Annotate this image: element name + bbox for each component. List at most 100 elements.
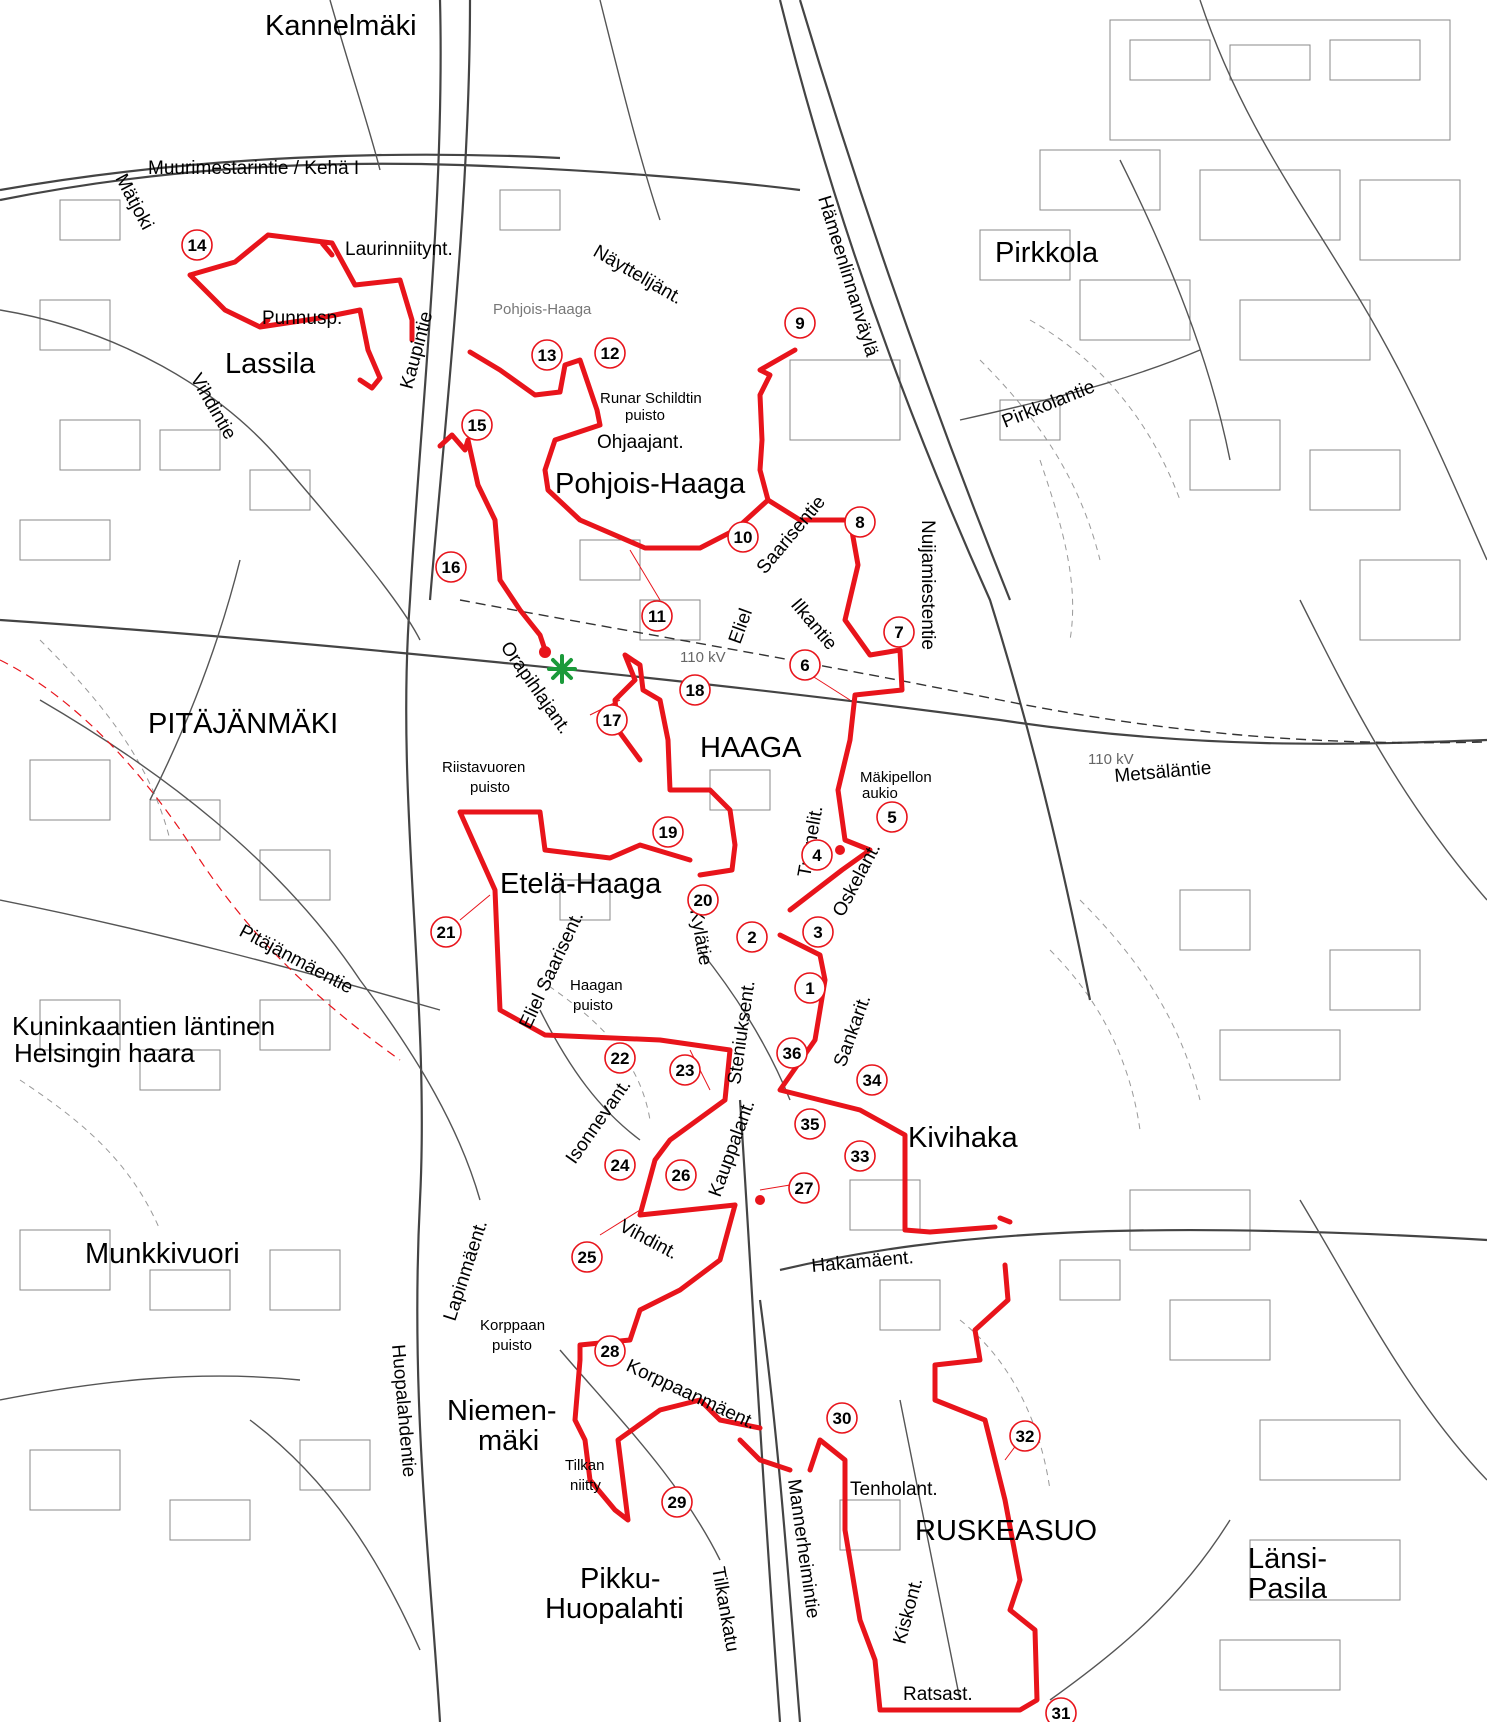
area-label: Etelä-Haaga <box>500 868 662 900</box>
marker-number: 13 <box>538 346 557 365</box>
marker-circle <box>461 409 493 441</box>
route-marker-33: 33 <box>844 1140 876 1172</box>
marker-number: 11 <box>648 607 666 626</box>
marker-number: 1 <box>805 979 814 998</box>
street-label: Ratsast. <box>903 1684 973 1705</box>
route-marker-30: 30 <box>826 1402 858 1434</box>
route-marker-26: 26 <box>665 1159 697 1191</box>
area-label: PITÄJÄNMÄKI <box>148 708 338 740</box>
marker-number: 12 <box>601 344 620 363</box>
area-label: Kivihaka <box>908 1122 1018 1154</box>
start-dot <box>539 646 551 658</box>
route-marker-14: 14 <box>181 229 213 261</box>
marker-circle <box>594 1335 626 1367</box>
route-marker-28: 28 <box>594 1335 626 1367</box>
marker-number: 16 <box>442 558 461 577</box>
area-label: Kuninkaantien läntinen <box>12 1011 275 1041</box>
street-label: puisto <box>573 997 613 1014</box>
marker-number: 14 <box>188 236 207 255</box>
area-label: Niemen- <box>447 1395 557 1427</box>
route-marker-36: 36 <box>776 1037 808 1069</box>
area-label: Pirkkola <box>995 237 1099 269</box>
marker-circle <box>789 649 821 681</box>
route-marker-35: 35 <box>794 1108 826 1140</box>
area-label: HAAGA <box>700 732 802 764</box>
area-label: Pohjois-Haaga <box>555 468 746 500</box>
area-label: Munkkivuori <box>85 1238 240 1270</box>
marker-circle <box>794 972 826 1004</box>
area-label: mäki <box>478 1425 539 1457</box>
marker-circle <box>181 229 213 261</box>
area-label: Pikku- <box>580 1563 661 1595</box>
marker-circle <box>826 1402 858 1434</box>
route-marker-13: 13 <box>531 339 563 371</box>
route-marker-29: 29 <box>661 1486 693 1518</box>
power-line <box>459 599 1487 744</box>
marker-number: 7 <box>894 623 903 642</box>
route-marker-25: 25 <box>571 1241 603 1273</box>
marker-number: 15 <box>468 416 487 435</box>
street-label: Nuijamiestentie <box>917 520 938 650</box>
marker-circle <box>531 339 563 371</box>
route-end-pirkkola <box>997 1215 1013 1225</box>
marker-circle <box>435 551 467 583</box>
marker-circle <box>679 674 711 706</box>
marker-circle <box>776 1037 808 1069</box>
marker-circle <box>604 1042 636 1074</box>
marker-circle <box>844 506 876 538</box>
marker-circle <box>883 616 915 648</box>
marker-circle <box>876 801 908 833</box>
marker-number: 35 <box>801 1115 820 1134</box>
marker-number: 10 <box>734 528 753 547</box>
area-label: Kannelmäki <box>265 10 417 42</box>
route-segment-west <box>437 432 548 653</box>
route-marker-15: 15 <box>461 409 493 441</box>
dot-kauppalant <box>755 1195 765 1205</box>
marker-circle <box>687 884 719 916</box>
marker-number: 33 <box>851 1147 870 1166</box>
route-marker-20: 20 <box>687 884 719 916</box>
street-label: Pohjois-Haaga <box>493 301 592 318</box>
street-label: 110 kV <box>1088 751 1134 768</box>
marker-number: 6 <box>800 656 809 675</box>
street-label: Mäkipellon <box>860 769 932 786</box>
marker-circle <box>736 921 768 953</box>
route-marker-32: 32 <box>1009 1420 1041 1452</box>
marker-number: 36 <box>783 1044 802 1063</box>
area-label: Länsi- <box>1248 1543 1327 1575</box>
route-marker-1: 1 <box>794 972 826 1004</box>
route-marker-7: 7 <box>883 616 915 648</box>
marker-circle <box>665 1159 697 1191</box>
route-marker-16: 16 <box>435 551 467 583</box>
route-segment-etela <box>457 809 738 1218</box>
route-marker-5: 5 <box>876 801 908 833</box>
route-marker-18: 18 <box>679 674 711 706</box>
marker-number: 24 <box>611 1156 630 1175</box>
route-marker-4: 4 <box>801 839 833 871</box>
route-marker-10: 10 <box>727 521 759 553</box>
street-label: Riistavuoren <box>442 759 525 776</box>
area-labels: Kannelmäki Pirkkola Lassila Pohjois-Haag… <box>12 10 1328 1625</box>
marker-number: 5 <box>887 808 896 827</box>
marker-number: 27 <box>795 1179 814 1198</box>
area-label: Huopalahti <box>545 1593 684 1625</box>
route-marker-6: 6 <box>789 649 821 681</box>
marker-circle <box>661 1486 693 1518</box>
marker-circle <box>669 1054 701 1086</box>
route-marker-24: 24 <box>604 1149 636 1181</box>
route-marker-3: 3 <box>802 916 834 948</box>
marker-circle <box>430 916 462 948</box>
street-label: Muurimestarintie / Kehä I <box>148 158 359 179</box>
marker-circle <box>801 839 833 871</box>
marker-circle <box>641 600 673 632</box>
building-layer <box>19 19 1461 1691</box>
route-marker-12: 12 <box>594 337 626 369</box>
street-label: Runar Schildtin <box>600 390 702 407</box>
marker-number: 31 <box>1052 1704 1071 1722</box>
route-marker-17: 17 <box>596 704 628 736</box>
route-marker-11: 11 <box>641 600 673 632</box>
marker-circle <box>604 1149 636 1181</box>
marker-number: 34 <box>863 1071 882 1090</box>
